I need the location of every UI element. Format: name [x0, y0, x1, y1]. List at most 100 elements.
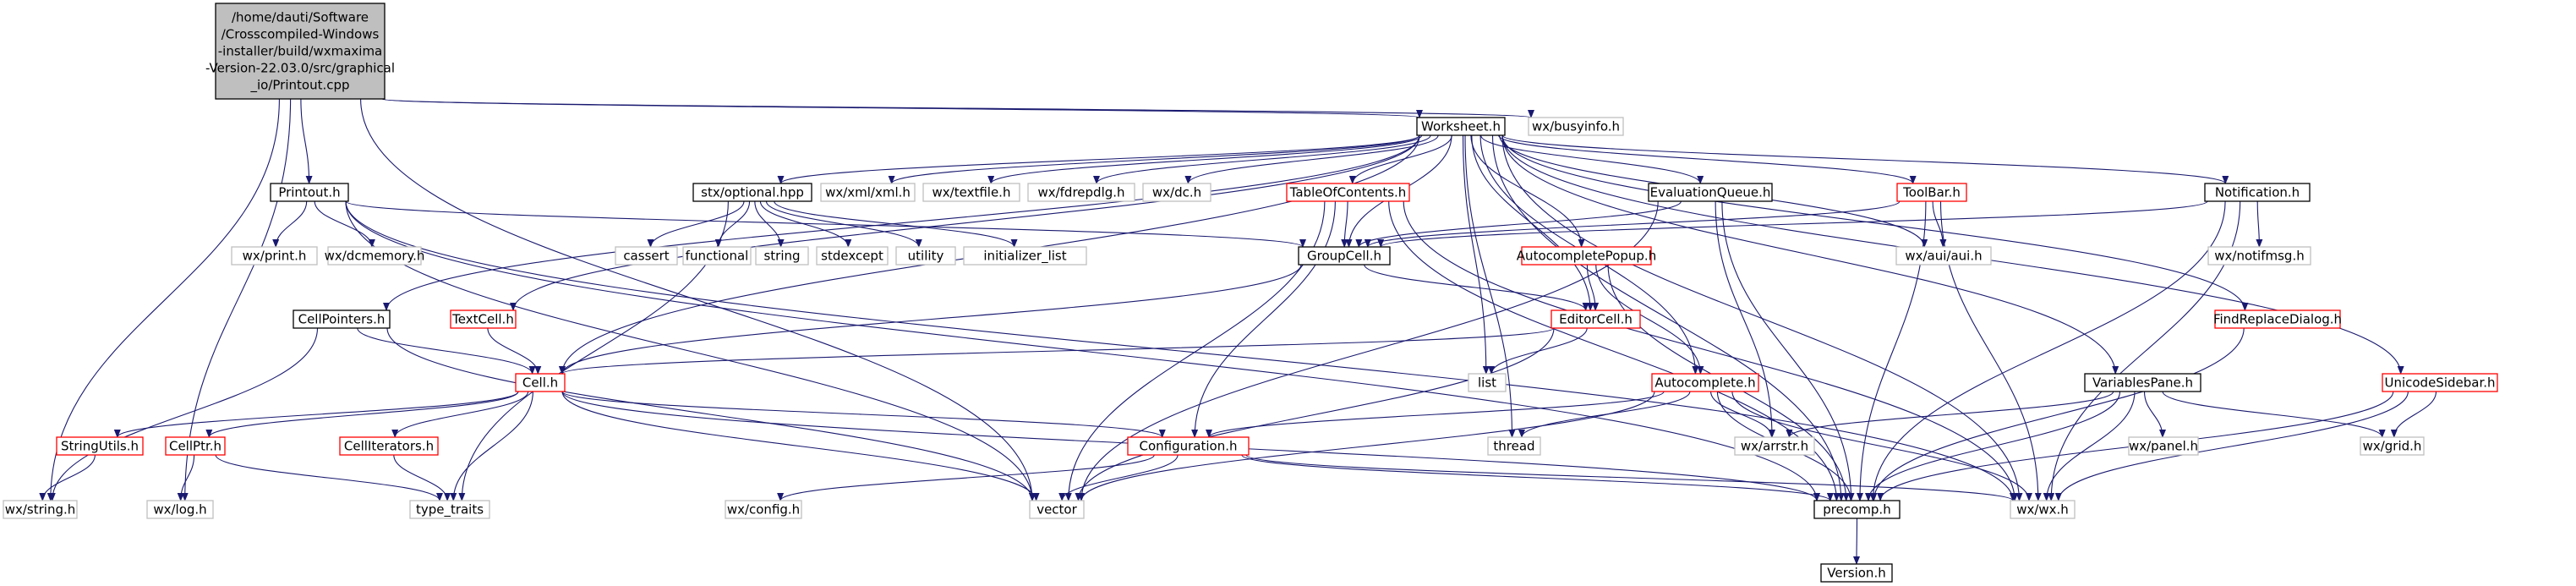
edge-toc-to-vector	[1064, 200, 1326, 501]
node-cellptr[interactable]: CellPtr.h	[165, 436, 226, 456]
node-toc[interactable]: TableOfContents.h	[1286, 183, 1410, 202]
node-functional[interactable]: functional	[682, 246, 752, 266]
node-box	[1487, 436, 1541, 456]
node-varpane[interactable]: VariablesPane.h	[2084, 373, 2201, 392]
node-autocomplete[interactable]: Autocomplete.h	[1651, 373, 1759, 392]
edge-printout-to-dcmemory	[314, 200, 375, 248]
node-findreplace[interactable]: FindReplaceDialog.h	[2213, 309, 2342, 329]
node-editorcell[interactable]: EditorCell.h	[1551, 309, 1641, 329]
edge-unicodesidebar-to-wxwx	[2054, 391, 2409, 501]
node-label: wx/dc.h	[1152, 185, 1201, 200]
node-wxlog[interactable]: wx/log.h	[146, 500, 214, 519]
node-box	[1896, 183, 1967, 202]
node-box	[1127, 436, 1250, 456]
edge-configuration-to-precomp	[1241, 454, 1834, 501]
edge-worksheet-to-textfile	[987, 134, 1423, 184]
node-wxprint[interactable]: wx/print.h	[231, 246, 318, 266]
node-label: stx/optional.hpp	[701, 185, 804, 200]
node-celliter[interactable]: CellIterators.h	[339, 436, 439, 456]
node-label: Version.h	[1827, 566, 1885, 581]
node-groupcell[interactable]: GroupCell.h	[1298, 246, 1391, 266]
node-label: Autocomplete.h	[1654, 375, 1755, 391]
node-arrstr[interactable]: wx/arrstr.h	[1734, 436, 1815, 456]
node-printout[interactable]: Printout.h	[270, 183, 349, 202]
node-notification[interactable]: Notification.h	[2204, 183, 2311, 202]
edge-evalq-to-groupcell	[1355, 200, 1682, 248]
node-label: wx/log.h	[153, 502, 206, 518]
node-box	[2128, 436, 2199, 456]
edge-notification-to-wxwx	[2048, 200, 2241, 501]
node-grid[interactable]: wx/grid.h	[2360, 436, 2425, 456]
node-label: VariablesPane.h	[2092, 375, 2193, 391]
edge-cell-to-configuration	[561, 391, 1166, 438]
edge-stx-to-initlist	[774, 200, 1018, 248]
edge-root-to-printout	[300, 98, 313, 184]
node-toolbar[interactable]: ToolBar.h	[1896, 183, 1967, 202]
node-label: wx/dcmemory.h	[325, 249, 425, 264]
node-stdexcept[interactable]: stdexcept	[816, 246, 889, 266]
node-evalq[interactable]: EvaluationQueue.h	[1648, 183, 1773, 202]
edge-stx-to-stdexcept	[759, 200, 852, 248]
edge-worksheet-to-wxwx	[1501, 134, 2023, 501]
node-root[interactable]: /home/dauti/Software/Crosscompiled-Windo…	[205, 3, 395, 100]
node-typetraits[interactable]: type_traits	[409, 500, 490, 519]
edge-worksheet-to-textcell	[510, 134, 1420, 311]
edge-celliter-to-typetraits	[393, 454, 451, 501]
edge-cell-to-typetraits	[450, 391, 533, 501]
node-precomp[interactable]: precomp.h	[1813, 500, 1901, 519]
node-label: Notification.h	[2215, 185, 2300, 200]
node-box	[1551, 309, 1641, 329]
node-dc[interactable]: wx/dc.h	[1142, 183, 1211, 202]
edge-worksheet-to-fdrepdlg	[1093, 134, 1431, 184]
edge-root-to-vector	[360, 98, 1036, 501]
node-acpopup[interactable]: AutocompletePopup.h	[1517, 246, 1656, 266]
node-list[interactable]: list	[1468, 373, 1507, 392]
node-vector[interactable]: vector	[1029, 500, 1085, 519]
edge-acpopup-to-editorcell	[1586, 264, 1600, 311]
edge-worksheet-to-xmlxml	[888, 134, 1420, 184]
edge-groupcell-to-cell	[559, 264, 1302, 375]
node-label: vector	[1036, 502, 1077, 518]
node-box	[1142, 183, 1211, 202]
edge-autocomplete-to-vector	[1078, 391, 1655, 501]
node-cellpointers[interactable]: CellPointers.h	[293, 309, 391, 329]
node-initlist[interactable]: initializer_list	[963, 246, 1087, 266]
node-thread[interactable]: thread	[1487, 436, 1541, 456]
node-dcmemory[interactable]: wx/dcmemory.h	[325, 246, 425, 266]
edge-worksheet-to-notification	[1501, 134, 2229, 184]
node-label: Printout.h	[278, 185, 340, 200]
node-label: FindReplaceDialog.h	[2213, 312, 2342, 327]
node-box	[2360, 436, 2425, 456]
node-utility[interactable]: utility	[895, 246, 956, 266]
node-fdrepdlg[interactable]: wx/fdrepdlg.h	[1027, 183, 1135, 202]
edge-root-to-wxstring	[46, 98, 280, 501]
node-cassert[interactable]: cassert	[615, 246, 678, 266]
edge-cellptr-to-typetraits	[215, 454, 443, 501]
node-busyinfo[interactable]: wx/busyinfo.h	[1528, 117, 1624, 136]
node-textfile[interactable]: wx/textfile.h	[922, 183, 1020, 202]
node-unicodesidebar[interactable]: UnicodeSidebar.h	[2382, 373, 2498, 392]
edge-cell-to-vector	[561, 391, 1040, 501]
node-box	[895, 246, 956, 266]
node-string[interactable]: string	[755, 246, 809, 266]
node-textcell[interactable]: TextCell.h	[450, 309, 517, 329]
node-panel[interactable]: wx/panel.h	[2128, 436, 2199, 456]
node-auiaui[interactable]: wx/aui/aui.h	[1895, 246, 1992, 266]
node-notifmsg[interactable]: wx/notifmsg.h	[2207, 246, 2311, 266]
node-worksheet[interactable]: Worksheet.h	[1416, 117, 1506, 136]
node-stx[interactable]: stx/optional.hpp	[692, 183, 812, 202]
edge-varpane-to-panel	[2143, 391, 2166, 438]
node-configuration[interactable]: Configuration.h	[1127, 436, 1250, 456]
node-wxwx[interactable]: wx/wx.h	[2010, 500, 2076, 519]
edge-evalq-to-arrstr	[1715, 200, 1775, 438]
node-label: CellIterators.h	[344, 439, 434, 454]
node-xmlxml[interactable]: wx/xml/xml.h	[820, 183, 916, 202]
node-cell[interactable]: Cell.h	[515, 373, 566, 392]
node-version[interactable]: Version.h	[1820, 563, 1893, 583]
node-label: utility	[908, 249, 944, 264]
node-wxstring[interactable]: wx/string.h	[3, 500, 78, 519]
node-box	[2382, 373, 2498, 392]
node-stringutils[interactable]: StringUtils.h	[56, 436, 144, 456]
node-wxconfig[interactable]: wx/config.h	[725, 500, 802, 519]
node-box	[692, 183, 812, 202]
